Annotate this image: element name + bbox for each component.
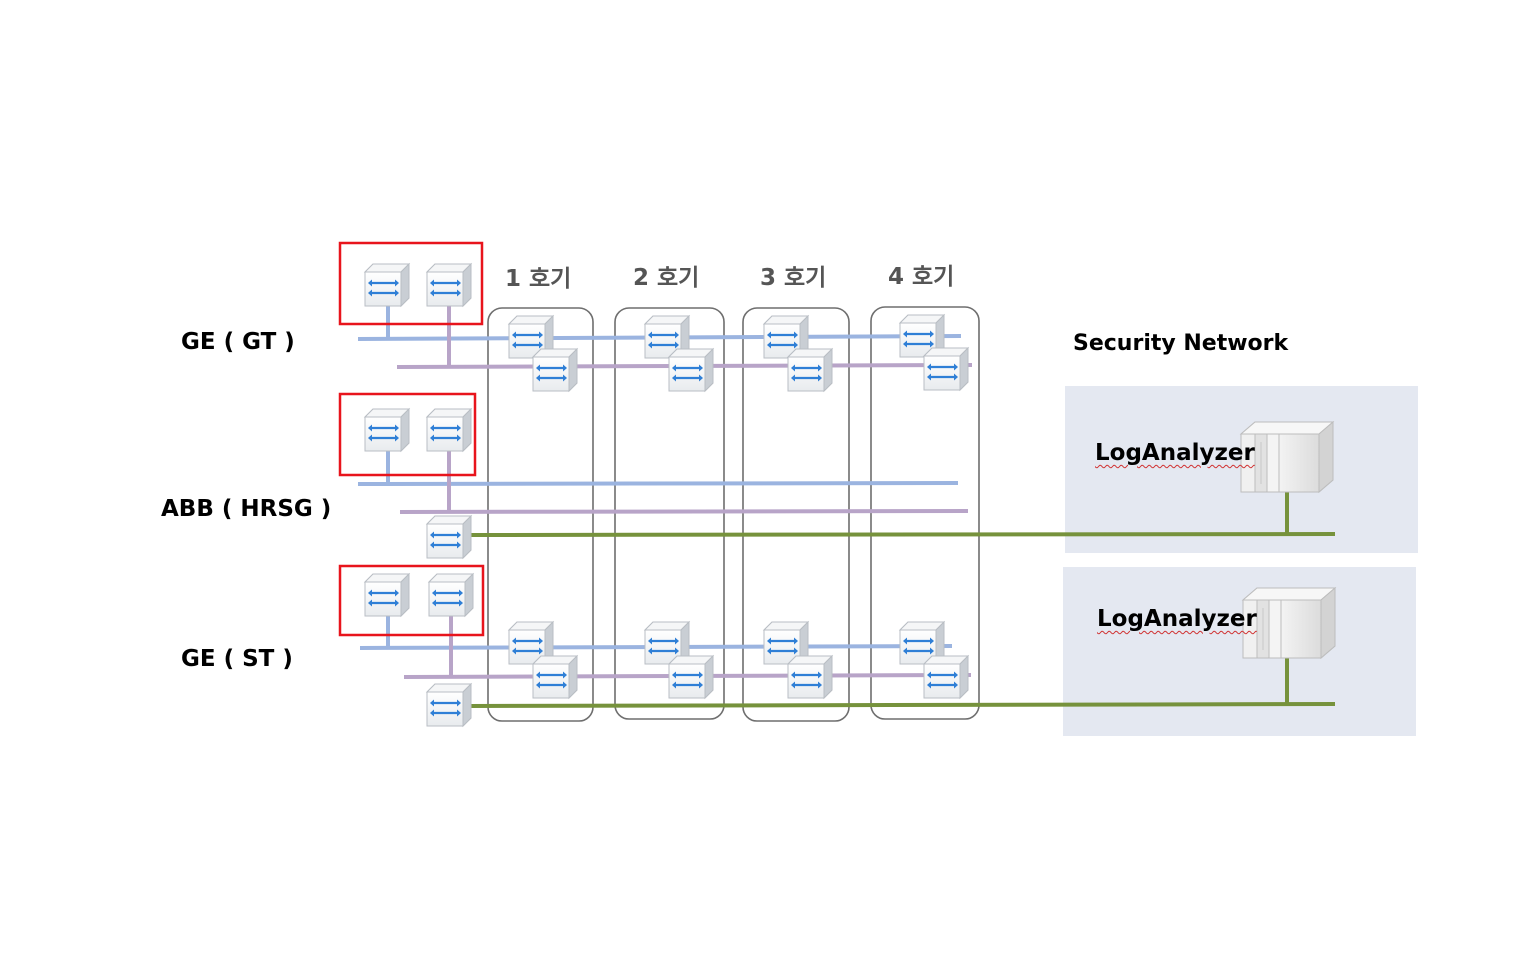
row-label-st: GE ( ST ) [181,646,293,672]
network-switch-icon [363,262,411,308]
drop-lines [386,304,1289,704]
network-switch-icon [922,654,970,700]
security-panel-2 [1063,567,1416,736]
unit-label-4: 4 호기 [888,264,955,290]
network-switch-icon [425,682,473,728]
security-network-title: Security Network [1073,331,1289,356]
highlight-box-gt [338,241,484,326]
row-label-hrsg: ABB ( HRSG ) [161,496,332,522]
network-switch-icon [531,347,579,393]
unit-label-1: 1 호기 [505,266,572,292]
unit-box-3 [742,307,850,722]
hrsg-green-bus [469,532,1336,537]
hrsg-purple-bus [399,509,969,514]
st-green-bus [469,702,1336,708]
network-switch-icon [425,262,473,308]
network-switch-icon [425,514,473,560]
unit-label-3: 3 호기 [760,265,827,291]
network-switch-icon [363,407,411,453]
network-switch-icon [427,572,475,618]
highlight-box-hrsg [338,392,477,477]
network-switch-icon [425,407,473,453]
network-switch-icon [531,654,579,700]
unit-box-1 [487,307,594,722]
network-switch-icon [786,347,834,393]
highlight-box-st [338,564,485,637]
unit-label-2: 2 호기 [633,265,700,291]
network-switch-icon [667,347,715,393]
network-switch-icon [363,572,411,618]
network-switch-icon [786,654,834,700]
row-label-gt: GE ( GT ) [181,329,295,355]
loganalyzer-label-1: LogAnalyzer [1095,440,1255,466]
hrsg-blue-bus [357,481,959,486]
network-switch-icon [667,654,715,700]
network-switch-icon [922,346,970,392]
loganalyzer-label-2: LogAnalyzer [1097,606,1257,632]
